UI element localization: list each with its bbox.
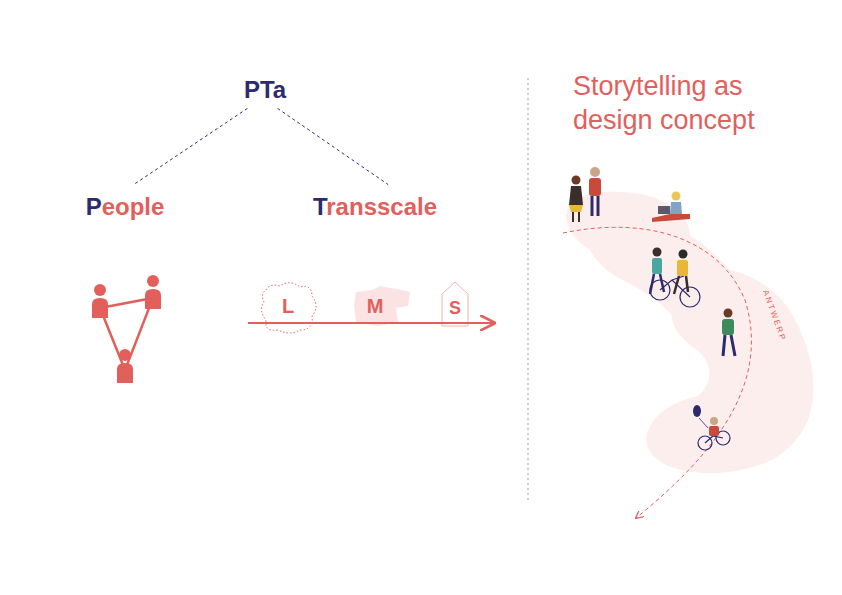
tandem-cyclists-figure-part <box>679 250 688 259</box>
scale-letter: S <box>449 297 461 320</box>
walking-person-figure-part <box>722 319 734 335</box>
couple-figures-part <box>589 178 601 196</box>
concept-branch: Transscale <box>309 191 441 224</box>
couple-figures-part <box>569 205 583 212</box>
tandem-cyclists-figure-part <box>660 276 690 297</box>
couple-figures-part <box>578 212 580 222</box>
concept-word: PTa <box>240 74 290 107</box>
couple-figures <box>569 167 601 222</box>
tandem-cyclists-figure-part <box>652 258 662 274</box>
tandem-cyclists-figure <box>650 248 700 308</box>
medium-scale-blob <box>354 286 410 326</box>
balloon-cyclist-figure-part <box>709 426 719 436</box>
person-icon-part <box>94 284 106 296</box>
person-icon <box>92 284 108 318</box>
root-concept: PTa <box>240 74 290 107</box>
person-icon-part <box>119 349 131 361</box>
dashed-connector <box>134 108 248 184</box>
dashed-connector <box>278 108 389 184</box>
tandem-cyclists-figure-part <box>653 248 662 257</box>
scale-arrow <box>248 322 494 324</box>
person-icon <box>117 349 133 383</box>
divider-line <box>528 78 529 500</box>
section-heading: Storytelling as design concept <box>573 70 823 138</box>
river-shape <box>566 192 813 474</box>
couple-figures-part <box>597 196 600 216</box>
sitting-person-figure-part <box>672 192 681 201</box>
couple-figures-part <box>591 196 594 216</box>
tandem-cyclists-figure-part <box>674 276 688 294</box>
balloon-cyclist-figure-part <box>705 436 723 443</box>
person-icon-part <box>147 275 159 287</box>
concept-branch: People <box>82 191 169 224</box>
person-icon-part <box>92 298 108 318</box>
balloon-cyclist-figure <box>693 405 730 450</box>
people-network-icon <box>92 275 161 383</box>
tandem-cyclists-figure-part <box>650 274 664 294</box>
sitting-person-figure-part <box>652 214 690 222</box>
concept-word: Transscale <box>309 191 441 224</box>
large-scale-blob <box>261 283 316 333</box>
balloon-cyclist-figure-part <box>710 417 718 425</box>
couple-figures-part <box>572 212 574 222</box>
couple-figures-part <box>569 186 583 205</box>
couple-figures-part <box>572 176 581 185</box>
scale-letter: M <box>367 294 384 319</box>
sitting-person-figure-part <box>658 206 670 214</box>
person-icon-part <box>145 289 161 309</box>
concept-word: People <box>82 191 169 224</box>
sitting-person-figure <box>652 192 690 223</box>
walking-person-figure <box>722 309 735 357</box>
walking-person-figure-part <box>724 309 733 318</box>
scale-shapes <box>261 282 468 333</box>
tandem-cyclists-figure-part <box>677 260 688 276</box>
story-route <box>563 227 751 518</box>
scale-letter: L <box>282 294 294 319</box>
couple-figures-part <box>590 167 600 177</box>
balloon-cyclist-figure-part <box>693 405 701 417</box>
person-icon-part <box>117 363 133 383</box>
person-icon <box>145 275 161 309</box>
sitting-person-figure-part <box>670 202 682 214</box>
balloon-cyclist-figure-part <box>699 418 708 428</box>
small-scale-house <box>442 282 468 326</box>
walking-person-figure-part <box>723 335 735 356</box>
